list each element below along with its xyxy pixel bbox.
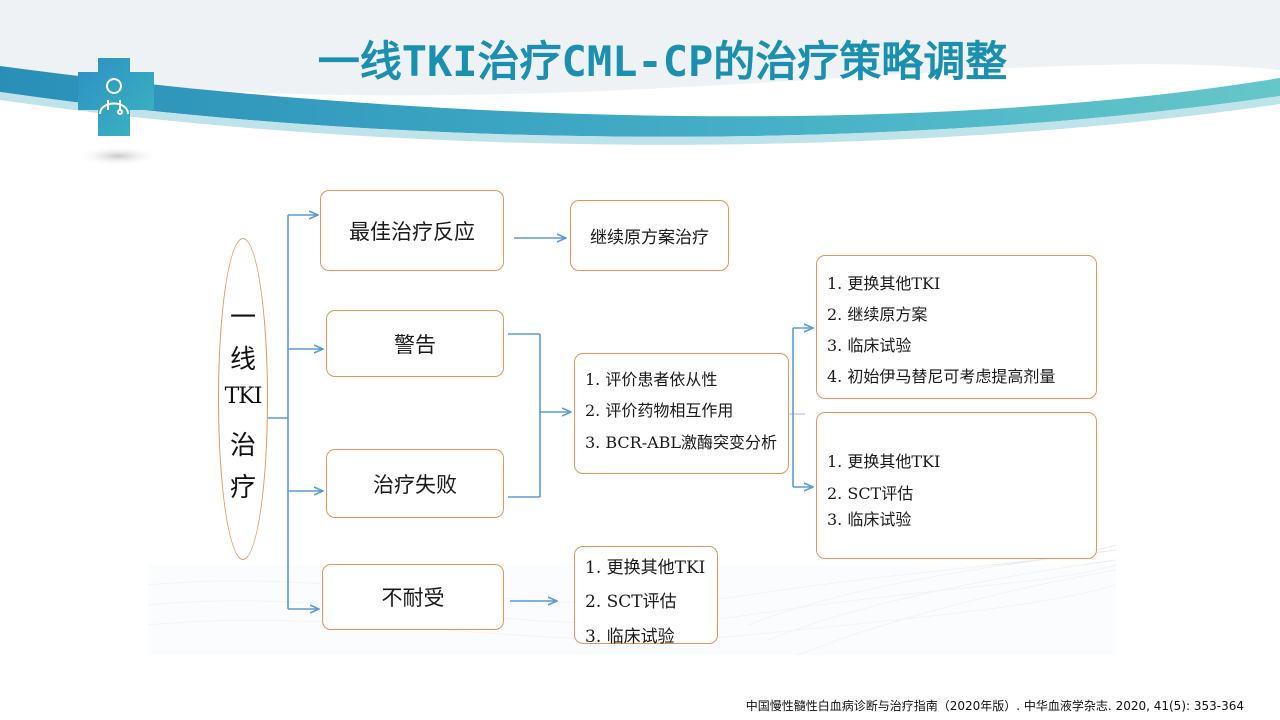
- list-item: 2. 继续原方案: [827, 305, 928, 324]
- branch-warning: 警告: [326, 310, 504, 377]
- branch-intolerance: 不耐受: [322, 564, 504, 630]
- page-title: 一线TKI治疗CML-CP的治疗策略调整: [317, 37, 1008, 86]
- list-item: 2. SCT评估: [585, 592, 677, 612]
- list-item: 2. 评价药物相互作用: [585, 401, 734, 420]
- branch-treatment-failure: 治疗失败: [326, 449, 504, 518]
- evaluation-box: 1. 评价患者依从性 2. 评价药物相互作用 3. BCR-ABL激酶突变分析: [574, 353, 789, 474]
- list-item: 4. 初始伊马替尼可考虑提高剂量: [827, 367, 1056, 386]
- list-item: 3. 临床试验: [827, 336, 912, 355]
- continue-plan-box: 继续原方案治疗: [570, 200, 729, 271]
- doctor-icon: [99, 78, 129, 115]
- list-item: 3. BCR-ABL激酶突变分析: [585, 433, 778, 452]
- list-item: 1. 更换其他TKI: [827, 452, 941, 471]
- list-item: 3. 临床试验: [827, 510, 912, 529]
- list-item: 3. 临床试验: [585, 627, 675, 647]
- root-char: 治: [229, 431, 256, 461]
- root-char: 疗: [229, 473, 256, 503]
- option-box-a: 1. 更换其他TKI 2. 继续原方案 3. 临床试验 4. 初始伊马替尼可考虑…: [816, 255, 1097, 399]
- list-item: 2. SCT评估: [827, 484, 914, 503]
- branch-best-response: 最佳治疗反应: [320, 190, 504, 271]
- list-item: 1. 评价患者依从性: [585, 370, 718, 389]
- citation: 中国慢性髓性白血病诊断与治疗指南（2020年版）. 中华血液学杂志. 2020,…: [745, 699, 1244, 713]
- list-item: 1. 更换其他TKI: [827, 274, 941, 293]
- root-char: 一: [229, 303, 256, 333]
- list-item: 1. 更换其他TKI: [585, 558, 706, 578]
- option-box-b: 1. 更换其他TKI 2. SCT评估 3. 临床试验: [816, 412, 1097, 559]
- root-char: 线: [229, 345, 256, 375]
- root-char: TKI: [224, 384, 263, 409]
- medical-badge: [70, 52, 160, 172]
- intolerance-options-box: 1. 更换其他TKI 2. SCT评估 3. 临床试验: [574, 546, 718, 647]
- root-node-first-line-tki: 一 线 TKI 治 疗: [218, 238, 268, 560]
- header-banner: [0, 0, 1280, 145]
